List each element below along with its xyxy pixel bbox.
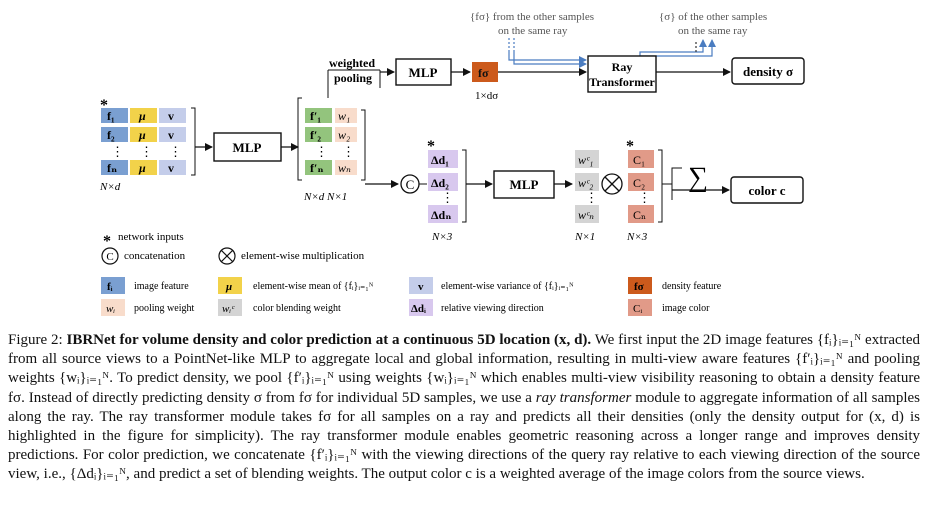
svg-text:f′₁: f′₁ bbox=[310, 109, 321, 123]
caption-body-2: module to aggregate information of all s… bbox=[8, 389, 921, 483]
pooling-label: pooling bbox=[334, 71, 372, 85]
svg-text:MLP: MLP bbox=[510, 177, 539, 192]
mlp-3 bbox=[493, 170, 555, 199]
svg-text:Ray: Ray bbox=[612, 60, 633, 74]
svg-text:μ: μ bbox=[225, 281, 232, 293]
pooled-dim: N×d N×1 bbox=[303, 191, 347, 203]
svg-text:wᶜ₁: wᶜ₁ bbox=[578, 153, 593, 167]
cell-f2: f₂ bbox=[107, 128, 115, 142]
svg-text:*: * bbox=[103, 233, 111, 250]
svg-text:⋮: ⋮ bbox=[342, 144, 355, 159]
delta-dim: N×3 bbox=[431, 231, 453, 243]
legend-concatenation: concatenation bbox=[124, 250, 186, 262]
density-output bbox=[731, 57, 805, 85]
svg-text:⋮: ⋮ bbox=[585, 190, 598, 205]
svg-text:⋮: ⋮ bbox=[111, 144, 124, 159]
svg-text:w₁: w₁ bbox=[338, 109, 350, 123]
svg-text:density feature: density feature bbox=[662, 281, 722, 292]
top-note-left-1: {fσ} from the other samples bbox=[470, 11, 594, 23]
svg-text:pooling weight: pooling weight bbox=[134, 303, 194, 314]
legend: * network inputs C concatenation element… bbox=[101, 231, 722, 316]
svg-text:f′ₙ: f′ₙ bbox=[310, 161, 324, 175]
svg-text:⋮: ⋮ bbox=[638, 190, 651, 205]
svg-text:image feature: image feature bbox=[134, 281, 189, 292]
input-feature-table: f₁ μ v f₂ μ v ⋮ ⋮ ⋮ fₙ μ v bbox=[101, 108, 186, 175]
svg-text:color blending weight: color blending weight bbox=[253, 303, 341, 314]
mlp-1 bbox=[213, 132, 282, 162]
svg-text:image color: image color bbox=[662, 303, 710, 314]
svg-text:wₙ: wₙ bbox=[338, 161, 351, 175]
cell-v1: v bbox=[168, 109, 174, 123]
top-note-right-1: {σ} of the other samples bbox=[659, 11, 767, 23]
caption-ray-transformer: ray transformer bbox=[535, 389, 632, 406]
input-star: * bbox=[100, 97, 108, 114]
svg-text:element-wise variance of {fᵢ}ᵢ: element-wise variance of {fᵢ}ᵢ₌₁ᴺ bbox=[441, 281, 574, 292]
svg-text:C: C bbox=[106, 251, 113, 263]
sigma-dim: 1×dσ bbox=[475, 90, 498, 102]
svg-text:MLP: MLP bbox=[233, 140, 262, 155]
top-note-left-2: on the same ray bbox=[498, 25, 568, 37]
svg-text:wᵢ: wᵢ bbox=[106, 303, 115, 315]
input-dim: N×d bbox=[99, 181, 121, 193]
color-output bbox=[730, 176, 804, 204]
cell-muN: μ bbox=[138, 161, 146, 175]
sum-symbol: ∑ bbox=[688, 162, 708, 193]
svg-text:⋮: ⋮ bbox=[140, 144, 153, 159]
legend-multiplication: element-wise multiplication bbox=[241, 250, 365, 262]
cell-mu2: μ bbox=[138, 128, 146, 142]
caption-label: Figure 2: bbox=[8, 332, 63, 348]
svg-text:Δd₂: Δd₂ bbox=[431, 176, 449, 190]
cell-v2: v bbox=[168, 128, 174, 142]
svg-text:Δdₙ: Δdₙ bbox=[431, 208, 451, 222]
svg-text:fσ: fσ bbox=[634, 281, 644, 293]
svg-text:density σ: density σ bbox=[743, 64, 793, 79]
density-feature-box bbox=[472, 62, 498, 82]
svg-text:relative viewing direction: relative viewing direction bbox=[441, 303, 544, 314]
svg-text:Transformer: Transformer bbox=[589, 75, 655, 89]
legend-network-inputs: network inputs bbox=[118, 231, 184, 243]
cell-f1: f₁ bbox=[107, 109, 115, 123]
blend-dim: N×1 bbox=[574, 231, 595, 243]
delta-direction-table: Δd₁ Δd₂ ⋮ Δdₙ bbox=[428, 150, 458, 223]
svg-text:f′₂: f′₂ bbox=[310, 128, 321, 142]
cell-fN: fₙ bbox=[107, 161, 117, 175]
svg-text:element-wise mean of {fᵢ}ᵢ₌₁ᴺ: element-wise mean of {fᵢ}ᵢ₌₁ᴺ bbox=[253, 281, 374, 292]
svg-text:*: * bbox=[626, 138, 634, 155]
svg-text:wᵢᶜ: wᵢᶜ bbox=[222, 303, 235, 315]
svg-text:color c: color c bbox=[749, 183, 786, 198]
svg-text:wᶜ₂: wᶜ₂ bbox=[578, 176, 593, 190]
svg-text:fσ: fσ bbox=[478, 66, 489, 80]
mlp-2 bbox=[395, 58, 452, 86]
svg-text:Δd₁: Δd₁ bbox=[431, 153, 449, 167]
svg-text:C: C bbox=[406, 177, 415, 192]
weighted-label: weighted bbox=[329, 56, 375, 70]
svg-text:*: * bbox=[427, 138, 435, 155]
svg-text:MLP: MLP bbox=[409, 65, 438, 80]
svg-text:wᶜₙ: wᶜₙ bbox=[578, 208, 594, 222]
figure-caption: Figure 2: IBRNet for volume density and … bbox=[8, 331, 920, 485]
ray-transformer bbox=[587, 55, 657, 93]
architecture-diagram: {fσ} from the other samples on the same … bbox=[99, 11, 805, 316]
svg-text:v: v bbox=[418, 281, 424, 293]
caption-title: IBRNet for volume density and color pred… bbox=[66, 332, 592, 348]
svg-text:Cₙ: Cₙ bbox=[633, 208, 646, 222]
cell-vN: v bbox=[168, 161, 174, 175]
blend-weight-table: wᶜ₁ wᶜ₂ ⋮ wᶜₙ bbox=[575, 150, 599, 223]
svg-text:⋮: ⋮ bbox=[441, 190, 454, 205]
caption-body-1: We first input the 2D image features {fᵢ… bbox=[8, 332, 921, 406]
svg-text:⋮: ⋮ bbox=[169, 144, 182, 159]
top-note-right-2: on the same ray bbox=[678, 25, 748, 37]
svg-text:C₂: C₂ bbox=[633, 176, 645, 190]
cell-mu1: μ bbox=[138, 109, 146, 123]
svg-text:C₁: C₁ bbox=[633, 153, 645, 167]
svg-text:Δdᵢ: Δdᵢ bbox=[411, 303, 426, 315]
color-dim: N×3 bbox=[626, 231, 648, 243]
image-color-table: C₁ C₂ ⋮ Cₙ bbox=[628, 150, 654, 223]
svg-text:fᵢ: fᵢ bbox=[107, 281, 113, 293]
pooled-feature-table: f′₁ w₁ f′₂ w₂ ⋮ ⋮ f′ₙ wₙ bbox=[305, 108, 357, 175]
svg-text:w₂: w₂ bbox=[338, 128, 350, 142]
svg-text:⋮: ⋮ bbox=[315, 144, 328, 159]
svg-text:Cᵢ: Cᵢ bbox=[633, 303, 642, 315]
